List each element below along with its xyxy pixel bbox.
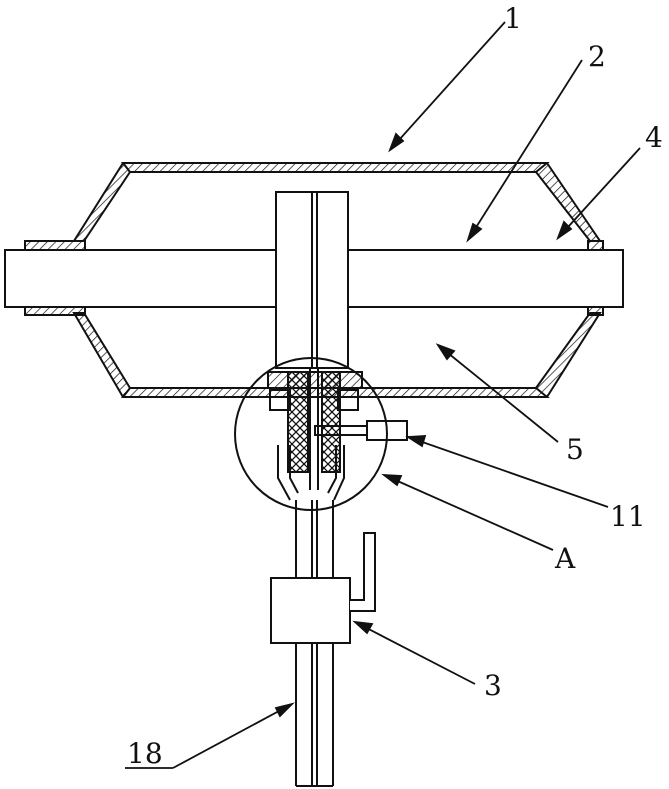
- label-4: 4: [645, 121, 663, 154]
- label-18: 18: [127, 737, 163, 770]
- label-a: A: [554, 542, 576, 575]
- label-3: 3: [484, 669, 502, 702]
- label-5: 5: [566, 433, 584, 466]
- label-2: 2: [588, 40, 606, 73]
- label-1: 1: [504, 2, 522, 35]
- clamp-block: [271, 578, 350, 643]
- left-collar-top: [25, 241, 85, 250]
- vertical-column: [276, 192, 348, 368]
- right-collar-top: [588, 241, 603, 250]
- clamp-handle: [350, 533, 375, 611]
- label-11: 11: [610, 500, 646, 533]
